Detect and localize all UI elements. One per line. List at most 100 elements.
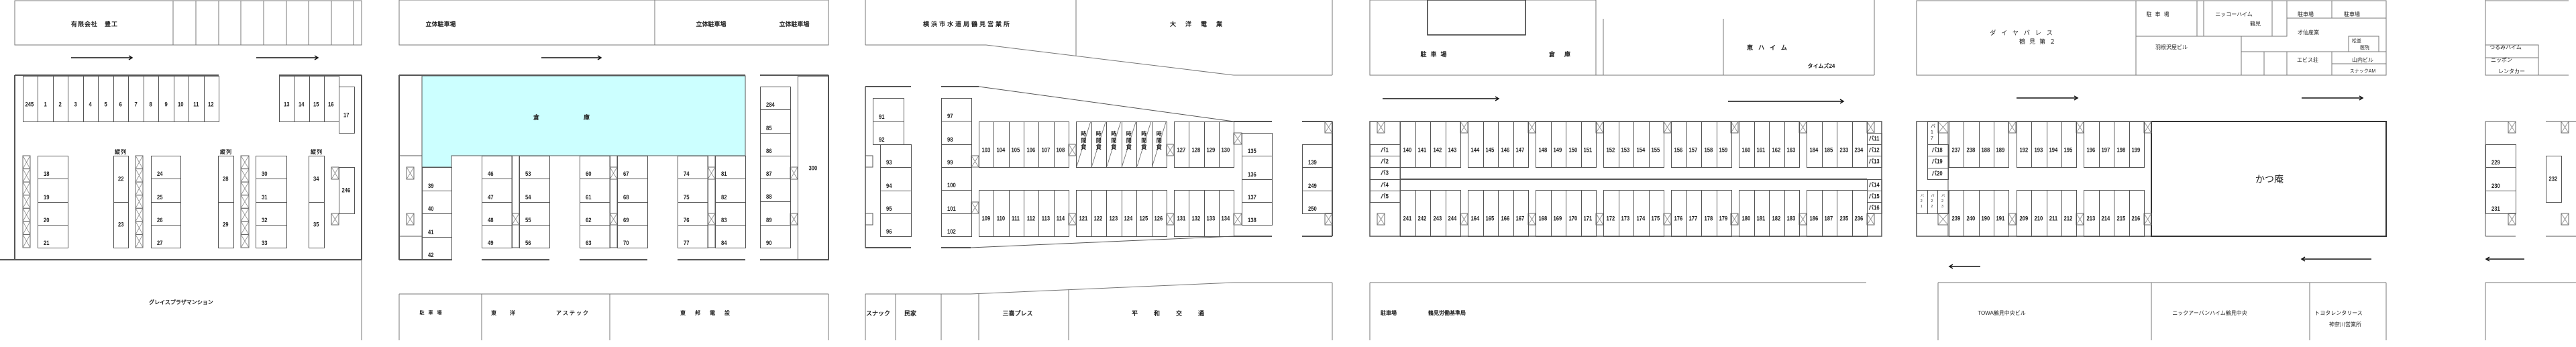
stall-number: 214 [2101, 215, 2110, 222]
cross-icon [2143, 121, 2152, 134]
parking-stall: 69 [617, 201, 648, 226]
parking-stall: 6 [113, 76, 129, 122]
arrow-head-icon [1495, 96, 1500, 101]
parking-stall: 82 [715, 179, 746, 203]
stall-number: 211 [2049, 215, 2058, 222]
building-parking-6: 駐車場 [2344, 11, 2360, 17]
parking-stall: バ21 [1917, 190, 1928, 214]
stall-number: バ12 [1868, 146, 1880, 154]
no-parking-box [331, 213, 339, 226]
cross-icon [406, 166, 415, 180]
cross-icon [1460, 121, 1468, 134]
parking-stall: 7 [128, 76, 144, 122]
stall-number: 198 [2116, 146, 2126, 154]
stall-number: 23 [117, 221, 124, 228]
parking-stall: 180 [1739, 190, 1755, 237]
stall-number: 12 [208, 101, 214, 108]
parking-stall: バ11 [1867, 133, 1882, 145]
parking-stall: 99 [941, 144, 972, 168]
building-katsuan: かつ庵 [2255, 174, 2284, 185]
stall-number: 109 [981, 215, 990, 222]
parking-stall: 98 [941, 121, 972, 145]
stall-number: 28 [222, 175, 229, 183]
stall-number: 123 [1109, 215, 1118, 222]
cross-icon [1527, 213, 1536, 226]
stall-number: 15 [313, 101, 319, 108]
stall-number: 77 [684, 240, 690, 246]
stall-number: 49 [488, 240, 494, 246]
stall-number: 163 [1786, 146, 1796, 154]
stall-number: 81 [721, 170, 727, 178]
parking-stall: 83 [715, 201, 746, 226]
parking-stall: 216 [2129, 190, 2145, 237]
building-outline [398, 0, 829, 46]
parking-stall: 151 [1580, 121, 1597, 168]
parking-stall: 284 [760, 87, 791, 111]
parking-stall: 182 [1769, 190, 1785, 237]
parking-stall: 95 [880, 190, 912, 214]
stall-number: 121 [1079, 215, 1088, 222]
stall-number: 197 [2101, 146, 2110, 154]
building-megumi-heim: 恵ハイム [1747, 44, 1792, 51]
stall-number: 172 [1606, 215, 1615, 222]
arrow-head-icon [2359, 95, 2364, 101]
stall-number: 40 [428, 205, 434, 212]
stall-number: 174 [1636, 215, 1646, 222]
parking-stall: 70 [617, 224, 648, 248]
stall-number: 30 [262, 170, 268, 178]
parking-stall: バ19 [1927, 156, 1949, 168]
cross-icon [135, 168, 144, 183]
building-times24: タイムズ24 [1807, 63, 1835, 69]
parking-stall: 128 [1189, 121, 1205, 168]
stall-number: 146 [1501, 146, 1510, 154]
stall-number: 4 [89, 101, 93, 108]
stall-number: バ13 [1868, 158, 1880, 165]
stall-number: 125 [1139, 215, 1148, 222]
parking-stall: 92 [873, 121, 904, 145]
cross-icon [2508, 213, 2516, 226]
parking-stall: 49 [482, 224, 513, 248]
cross-icon [2008, 121, 2017, 134]
building-nippon-rentacar-2: レンタカー [2498, 68, 2525, 75]
parking-stall: 8 [143, 76, 159, 122]
cross-icon [1324, 121, 1333, 134]
no-parking-box [406, 213, 415, 226]
tandem-label: 縦列 [115, 149, 127, 155]
parking-stall: 195 [2061, 121, 2077, 168]
stall-number: 124 [1124, 215, 1133, 222]
building-taiyo-dengyo: 大洋電業 [1169, 21, 1232, 28]
cross-icon [1166, 144, 1175, 156]
no-parking-box [1730, 213, 1739, 226]
stall-number: 6 [119, 101, 123, 108]
parking-stall: 15 [309, 76, 325, 122]
stall-number: 179 [1719, 215, 1728, 222]
stall-number: 238 [1966, 146, 1976, 154]
stall-number: 35 [313, 221, 319, 228]
cross-icon [2008, 213, 2017, 226]
stall-number: 241 [1403, 215, 1412, 222]
cross-icon [406, 213, 415, 226]
parking-stall: 194 [2046, 121, 2062, 168]
stall-number: 127 [1177, 146, 1185, 154]
stall-number: 時間貸 [1156, 131, 1162, 151]
parking-stall: 41 [422, 213, 452, 238]
parking-stall: 108 [1053, 121, 1069, 168]
cross-icon [240, 181, 250, 195]
parking-stall: 42 [422, 236, 452, 260]
building-parking-5: 駐車場 [2298, 11, 2314, 17]
stall-number: 245 [25, 101, 34, 108]
stall-number: 180 [1741, 215, 1751, 222]
parking-stall: 60 [580, 156, 610, 180]
stall-number: 18 [44, 170, 50, 178]
building-multilevel-parking-1: 立体駐車場 [425, 21, 456, 28]
building-grace-plaza: グレイスプラザマンション [149, 299, 213, 305]
stall-number: 70 [623, 240, 629, 246]
stall-number: 215 [2116, 215, 2126, 222]
stall-number: 154 [1636, 146, 1646, 154]
building-tsurumi-heim: つるみハイム [2489, 44, 2522, 50]
stall-number: バ3 [1380, 169, 1389, 177]
parking-stall: 40 [422, 190, 452, 214]
parking-stall: 2 [52, 76, 68, 122]
